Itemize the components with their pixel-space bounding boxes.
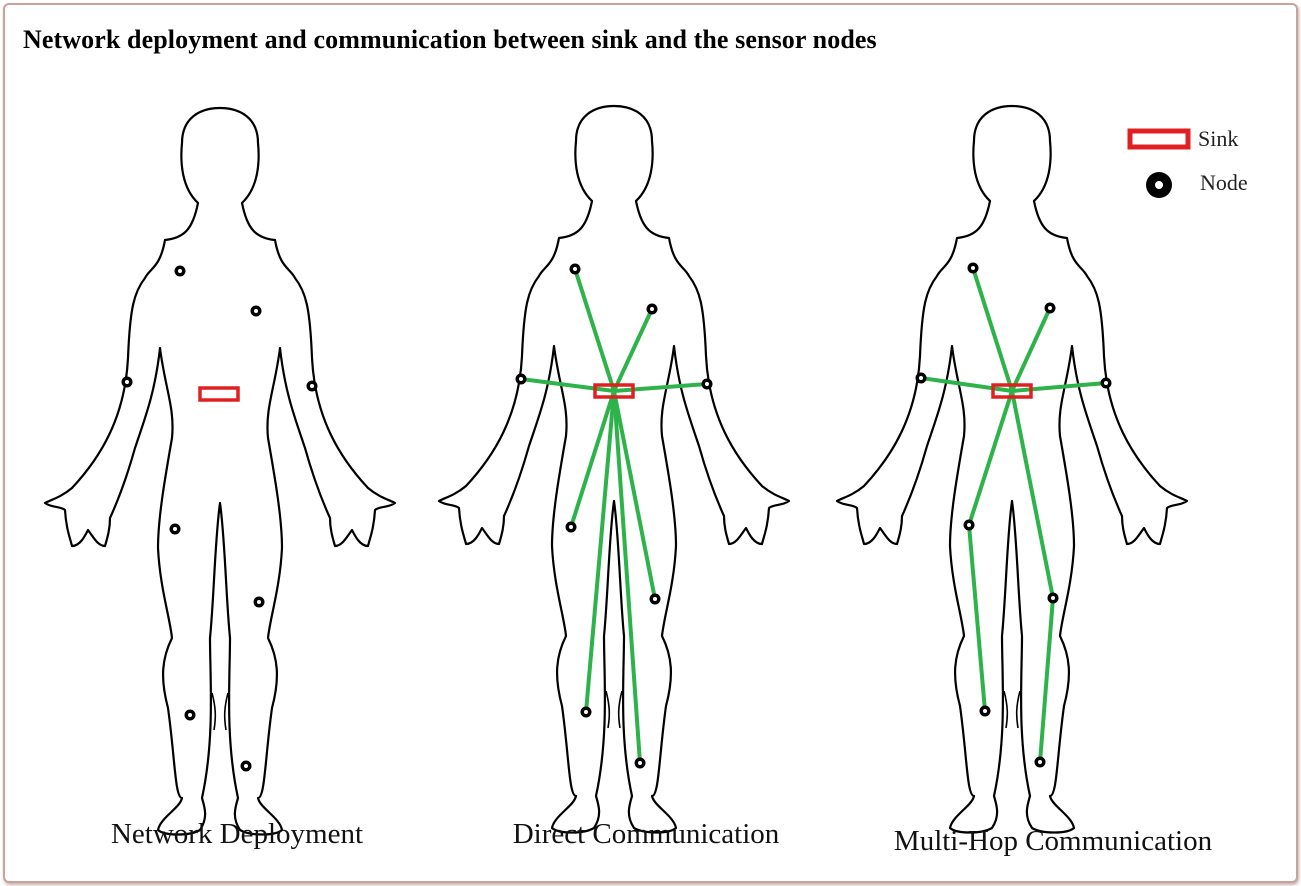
caption-multi-hop-communication: Multi-Hop Communication <box>894 825 1212 858</box>
sink-marker <box>200 388 238 400</box>
sensor-node-center <box>257 600 261 604</box>
sensor-node-center <box>705 382 709 386</box>
sensor-node-center <box>653 597 657 601</box>
sensor-node-center <box>254 309 258 313</box>
communication-link <box>1040 598 1053 762</box>
human-body-outline <box>439 106 789 833</box>
legend-node-label: Node <box>1200 170 1248 196</box>
caption-direct-communication: Direct Communication <box>513 818 780 851</box>
legend-sink-label: Sink <box>1198 126 1238 152</box>
sensor-node-center <box>983 709 987 713</box>
panel-multi-hop-communication <box>837 106 1187 833</box>
communication-link <box>969 525 985 711</box>
sensor-node-center <box>650 307 654 311</box>
sensor-node-center <box>188 713 192 717</box>
sensor-node-center <box>173 527 177 531</box>
sensor-node-center <box>573 267 577 271</box>
legend-sink-icon <box>1130 131 1188 147</box>
sensor-node-center <box>310 384 314 388</box>
sensor-node-center <box>1038 760 1042 764</box>
communication-link <box>973 268 1012 391</box>
sensor-node-center <box>125 380 129 384</box>
sensor-node-center <box>178 269 182 273</box>
sensor-node-center <box>244 764 248 768</box>
human-body-outline <box>45 108 395 835</box>
sensor-node-center <box>519 377 523 381</box>
communication-link <box>969 391 1012 525</box>
sensor-node-center <box>919 376 923 380</box>
communication-link <box>575 269 614 391</box>
sensor-node-center <box>569 525 573 529</box>
sensor-node-center <box>967 523 971 527</box>
sensor-node-center <box>638 761 642 765</box>
sensor-node-center <box>584 710 588 714</box>
caption-network-deployment: Network Deployment <box>111 818 363 851</box>
communication-link <box>1012 308 1050 391</box>
human-body-outline <box>837 106 1187 833</box>
sensor-node-center <box>1048 306 1052 310</box>
sensor-node-center <box>971 266 975 270</box>
panel-network-deployment <box>45 108 395 835</box>
sensor-node-center <box>1104 381 1108 385</box>
sensor-node-center <box>1051 596 1055 600</box>
panel-direct-communication <box>439 106 789 833</box>
communication-link <box>614 309 652 391</box>
